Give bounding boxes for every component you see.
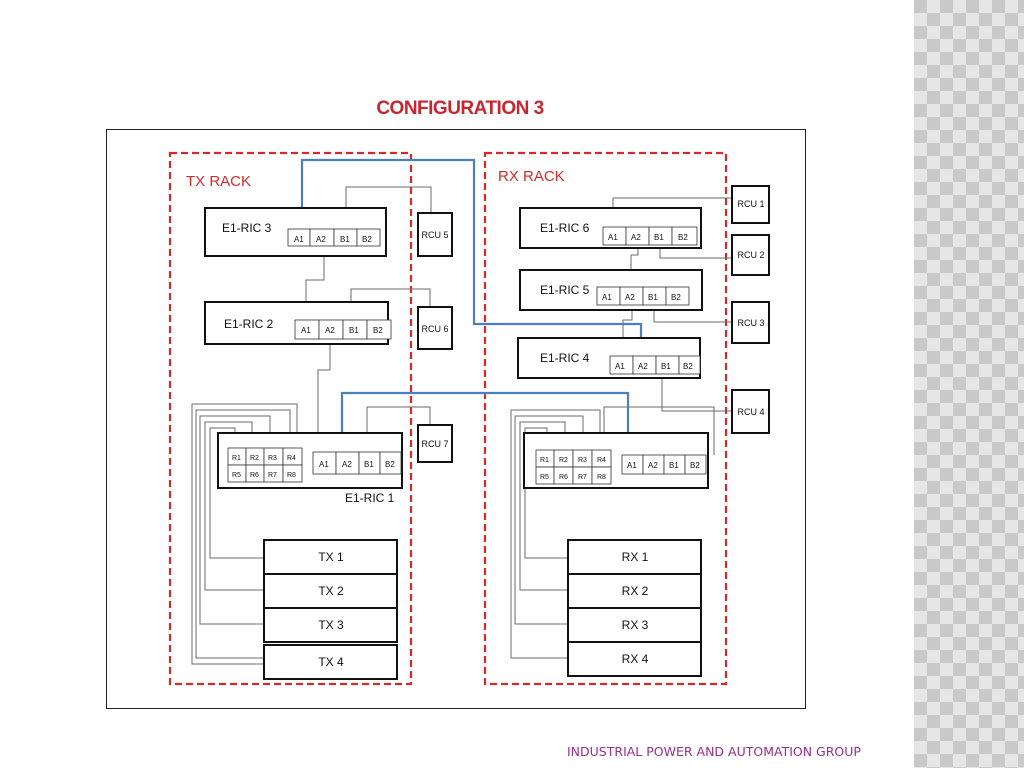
relay-port: R1 <box>540 457 549 464</box>
port-b2: B2 <box>362 235 372 244</box>
relay-port: R8 <box>287 472 296 479</box>
tx-unit-label: TX 2 <box>318 584 344 598</box>
port-b1: B1 <box>669 461 679 470</box>
rcu-2-label: RCU 2 <box>737 250 764 260</box>
port-a2: A2 <box>631 233 641 242</box>
relay-port: R3 <box>268 455 277 462</box>
e1-ric-2-label: E1-RIC 2 <box>224 317 274 331</box>
tx-unit-label: TX 3 <box>318 618 344 632</box>
blue-links <box>300 158 643 447</box>
rx-unit-label: RX 4 <box>622 652 649 666</box>
relay-port: R6 <box>559 474 568 481</box>
port-a1: A1 <box>627 461 637 470</box>
rx-unit-label: RX 1 <box>622 550 649 564</box>
rx-unit-label: RX 3 <box>622 618 649 632</box>
configuration-diagram: TX RACK RX RACK E1-RIC 3 <box>168 151 770 686</box>
tx-unit-label: TX 1 <box>318 550 344 564</box>
port-b1: B1 <box>349 326 359 335</box>
rcu-5-label: RCU 5 <box>421 230 448 240</box>
rx-units: RX 1 RX 2 RX 3 RX 4 <box>567 539 702 677</box>
port-a1: A1 <box>602 293 612 302</box>
e1-ric-2: E1-RIC 2 A1 A2 B1 B2 <box>204 301 392 345</box>
rx-unit-label: RX 2 <box>622 584 649 598</box>
rcu-7: RCU 7 <box>417 424 453 463</box>
relay-port: R5 <box>540 474 549 481</box>
rcu-4-label: RCU 4 <box>737 407 764 417</box>
rcu-2: RCU 2 <box>731 234 770 276</box>
e1-ric-3: E1-RIC 3 A1 A2 B1 B2 <box>204 207 387 257</box>
e1-ric-6: E1-RIC 6 A1 A2 B1 B2 <box>519 207 702 249</box>
port-b1: B1 <box>654 233 664 242</box>
decorative-side-strip <box>914 0 1024 768</box>
port-b1: B1 <box>364 460 374 469</box>
tx-rack-label: TX RACK <box>186 173 251 190</box>
relay-port: R4 <box>287 455 296 462</box>
rcu-6: RCU 6 <box>417 306 453 350</box>
footer-text: INDUSTRIAL POWER AND AUTOMATION GROUP <box>567 744 861 759</box>
port-b2: B2 <box>690 461 700 470</box>
rcu-3: RCU 3 <box>731 301 770 344</box>
port-b2: B2 <box>373 326 383 335</box>
port-a1: A1 <box>301 326 311 335</box>
port-a1: A1 <box>294 235 304 244</box>
port-b2: B2 <box>683 362 693 371</box>
port-b1: B1 <box>661 362 671 371</box>
e1-ric-6-label: E1-RIC 6 <box>540 221 590 235</box>
port-a1: A1 <box>319 460 329 469</box>
relay-port: R8 <box>597 474 606 481</box>
tx-rack-outline <box>168 151 413 686</box>
relay-port: R5 <box>232 472 241 479</box>
rcu-3-label: RCU 3 <box>737 318 764 328</box>
port-a2: A2 <box>325 326 335 335</box>
tx-unit-label: TX 4 <box>318 655 344 669</box>
e1-ric-1: R1 R2 R3 R4 R5 R6 R7 R8 A1 A2 B1 B2 <box>217 432 403 489</box>
relay-port: R7 <box>268 472 277 479</box>
rcu-7-label: RCU 7 <box>421 439 448 449</box>
e1-ric-4-label: E1-RIC 4 <box>540 351 590 365</box>
port-a2: A2 <box>648 461 658 470</box>
port-b2: B2 <box>678 233 688 242</box>
port-a1: A1 <box>608 233 618 242</box>
relay-port: R2 <box>250 455 259 462</box>
port-a2: A2 <box>342 460 352 469</box>
port-b1: B1 <box>340 235 350 244</box>
port-a2: A2 <box>316 235 326 244</box>
e1-ric-5-label: E1-RIC 5 <box>540 283 590 297</box>
e1-ric-3-label: E1-RIC 3 <box>222 221 272 235</box>
port-b1: B1 <box>648 293 658 302</box>
e1-ric-1-label: E1-RIC 1 <box>345 491 395 505</box>
relay-port: R2 <box>559 457 568 464</box>
e1-ric-5: E1-RIC 5 A1 A2 B1 B2 <box>519 269 703 311</box>
rcu-1-label: RCU 1 <box>737 199 764 209</box>
relay-port: R6 <box>250 472 259 479</box>
gray-wiring <box>191 186 732 665</box>
relay-port: R7 <box>578 474 587 481</box>
rx-rack-outline <box>483 151 728 686</box>
rcu-5: RCU 5 <box>417 212 453 257</box>
rcu-6-label: RCU 6 <box>421 324 448 334</box>
e1-ric-4: E1-RIC 4 A1 A2 B1 B2 <box>517 337 701 379</box>
rcu-1: RCU 1 <box>731 185 770 224</box>
relay-port: R4 <box>597 457 606 464</box>
tx-units: TX 1 TX 2 TX 3 TX 4 <box>263 539 398 680</box>
relay-port: R1 <box>232 455 241 462</box>
relay-port: R3 <box>578 457 587 464</box>
port-a1: A1 <box>615 362 625 371</box>
port-b2: B2 <box>671 293 681 302</box>
rx-ric-bottom: R1 R2 R3 R4 R5 R6 R7 R8 A1 A2 B1 B2 <box>523 432 709 489</box>
rcu-4: RCU 4 <box>731 389 770 434</box>
rx-rack-label: RX RACK <box>498 168 565 185</box>
diagram-title: CONFIGURATION 3 <box>376 98 544 119</box>
port-b2: B2 <box>385 460 395 469</box>
port-a2: A2 <box>625 293 635 302</box>
port-a2: A2 <box>638 362 648 371</box>
